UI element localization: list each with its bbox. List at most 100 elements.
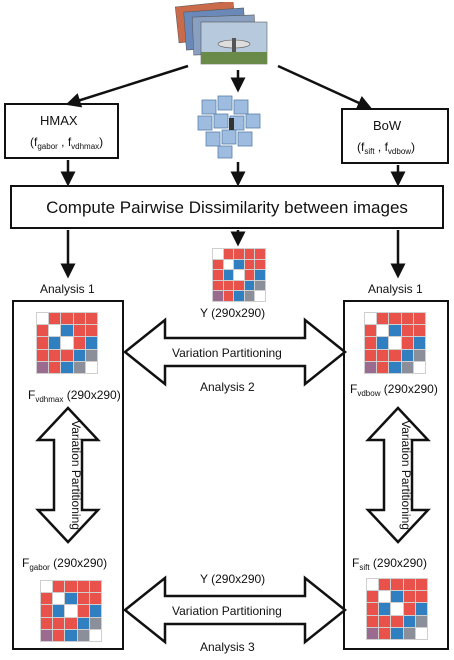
matrix-cell	[377, 313, 389, 325]
matrix-cell	[61, 349, 73, 361]
matrix-cell	[77, 629, 89, 641]
matrix-cell	[77, 581, 89, 593]
y-label-bottom: Y (290x290)	[200, 572, 266, 586]
matrix-cell	[413, 313, 425, 325]
matrix-cell	[377, 337, 389, 349]
matrix-cell	[41, 593, 53, 605]
matrix-cell	[213, 291, 223, 301]
bow-features: (fsift , fvdbow)	[357, 140, 416, 156]
analysis1-right-label: Analysis 1	[368, 282, 423, 296]
matrix-cell	[413, 349, 425, 361]
matrix-cell	[41, 581, 53, 593]
matrix-cell	[65, 629, 77, 641]
matrix-cell	[89, 605, 101, 617]
matrix-cell	[413, 337, 425, 349]
matrix-cell	[244, 280, 255, 291]
matrix-cell	[365, 337, 377, 349]
matrix-cell	[41, 629, 53, 641]
matrix-cell	[234, 280, 244, 291]
vp-analysis2: Variation Partitioning	[172, 346, 282, 360]
matrix-vdhmax	[36, 312, 98, 374]
matrix-cell	[255, 259, 265, 270]
matrix-cell	[89, 593, 101, 605]
matrix-cell	[223, 259, 234, 270]
f-vdhmax-label: Fvdhmax (290x290)	[28, 388, 121, 404]
right-panel	[343, 300, 449, 650]
matrix-cell	[365, 349, 377, 361]
matrix-cell	[255, 249, 265, 259]
matrix-gabor	[40, 580, 102, 642]
matrix-cell	[223, 291, 234, 301]
bow-title: BoW	[373, 118, 402, 133]
matrix-cell	[65, 581, 77, 593]
matrix-cell	[389, 313, 401, 325]
matrix-cell	[65, 617, 77, 629]
matrix-cell	[365, 361, 377, 373]
matrix-cell	[377, 361, 389, 373]
matrix-cell	[85, 349, 97, 361]
matrix-cell	[391, 627, 403, 639]
matrix-cell	[415, 591, 427, 603]
matrix-cell	[389, 349, 401, 361]
matrix-cell	[223, 249, 234, 259]
matrix-cell	[37, 337, 49, 349]
matrix-cell	[415, 615, 427, 627]
matrix-cell	[234, 291, 244, 301]
matrix-cell	[223, 280, 234, 291]
f-sift-label: Fsift (290x290)	[352, 556, 427, 572]
matrix-cell	[73, 313, 85, 325]
matrix-cell	[379, 579, 391, 591]
matrix-cell	[61, 337, 73, 349]
matrix-y	[212, 248, 266, 302]
matrix-cell	[73, 361, 85, 373]
matrix-cell	[401, 325, 413, 337]
f-vdbow-label: Fvdbow (290x290)	[350, 382, 438, 398]
matrix-cell	[403, 627, 415, 639]
matrix-cell	[234, 249, 244, 259]
matrix-cell	[403, 603, 415, 615]
matrix-cell	[49, 361, 61, 373]
matrix-cell	[49, 349, 61, 361]
vp-left-vertical: Variation Partitioning	[69, 420, 83, 530]
hmax-box: HMAX (fgabor , fvdhmax)	[4, 103, 119, 159]
vp-right-vertical: Variation Partitioning	[399, 420, 413, 530]
matrix-cell	[255, 270, 265, 280]
matrix-cell	[379, 591, 391, 603]
matrix-cell	[244, 291, 255, 301]
matrix-cell	[415, 627, 427, 639]
matrix-cell	[389, 361, 401, 373]
matrix-cell	[379, 627, 391, 639]
matrix-cell	[61, 325, 73, 337]
matrix-cell	[73, 337, 85, 349]
matrix-cell	[391, 603, 403, 615]
matrix-cell	[53, 605, 65, 617]
matrix-cell	[401, 361, 413, 373]
matrix-cell	[85, 337, 97, 349]
matrix-cell	[379, 603, 391, 615]
arrow-to-bow	[277, 64, 373, 110]
matrix-sift	[366, 578, 428, 640]
y-label-top: Y (290x290)	[200, 306, 266, 320]
matrix-cell	[213, 270, 223, 280]
matrix-cell	[77, 605, 89, 617]
network-icon	[192, 92, 272, 162]
matrix-cell	[365, 325, 377, 337]
matrix-cell	[213, 259, 223, 270]
hmax-features: (fgabor , fvdhmax)	[30, 135, 104, 151]
f-gabor-label: Fgabor (290x290)	[22, 556, 108, 572]
arrow-to-hmax	[65, 64, 189, 108]
matrix-cell	[255, 291, 265, 301]
matrix-cell	[89, 629, 101, 641]
matrix-cell	[391, 591, 403, 603]
matrix-cell	[403, 615, 415, 627]
double-arrow-analysis3	[122, 575, 348, 645]
matrix-cell	[377, 325, 389, 337]
matrix-cell	[53, 617, 65, 629]
matrix-cell	[389, 325, 401, 337]
matrix-cell	[365, 313, 377, 325]
matrix-cell	[401, 349, 413, 361]
matrix-cell	[41, 617, 53, 629]
matrix-cell	[403, 591, 415, 603]
matrix-cell	[49, 337, 61, 349]
matrix-cell	[65, 605, 77, 617]
